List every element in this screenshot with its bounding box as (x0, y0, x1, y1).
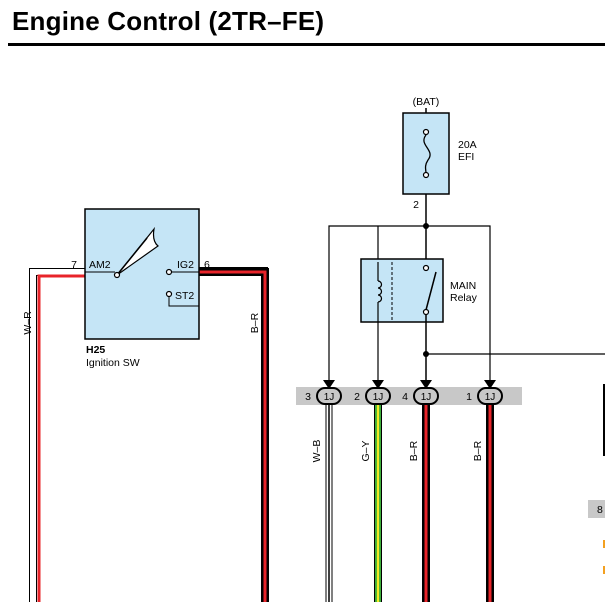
ignition-left-wire-w-r (29, 268, 85, 602)
fuse-source-label: (BAT) (413, 96, 440, 108)
terminal-st2: ST2 (175, 290, 194, 302)
ignition-pin-right: 6 (204, 259, 210, 271)
fuse-icon (422, 128, 431, 179)
fuse-efi (402, 112, 450, 195)
relay-name-line2: Relay (450, 292, 478, 304)
fuse-pin-number: 2 (413, 199, 419, 211)
wire-color-label: G–Y (360, 440, 372, 461)
relay-name-line1: MAIN (450, 280, 476, 292)
connector-pin-4: 1J 4 (402, 380, 439, 405)
st2-lead (168, 297, 199, 307)
connector-pin-label: 1J (485, 392, 496, 403)
offpage-connector-strip (588, 500, 605, 518)
ignition-switch (84, 208, 200, 340)
wire-color-label: B–R (472, 440, 484, 461)
relay-switch-icon (422, 264, 437, 316)
connector-pin-number: 2 (354, 391, 360, 403)
ignition-right-wire-b-r (199, 267, 269, 602)
connector-1j-strip (296, 387, 522, 405)
wire-color-label: W–B (311, 440, 323, 463)
wire-label-left: W–R (22, 311, 34, 335)
connector-pin-label: 1J (373, 392, 384, 403)
fuse-name: EFI (458, 151, 474, 163)
ig2-contact (165, 268, 173, 276)
connector-pin-label: 1J (421, 392, 432, 403)
relay-coil-icon (377, 262, 383, 322)
page-title: Engine Control (2TR–FE) (12, 6, 325, 36)
ignition-switch-name: Ignition SW (86, 357, 140, 369)
ignition-switch-code: H25 (86, 344, 105, 356)
fuse-rating: 20A (458, 139, 477, 151)
main-relay (360, 258, 444, 323)
wire-to-pin-3 (328, 225, 426, 386)
offpage-pin-number: 8 (597, 504, 603, 516)
wire-label-right: B–R (249, 312, 261, 333)
st2-contact (165, 290, 173, 298)
title-underline (8, 43, 605, 46)
ignition-key-icon (113, 226, 159, 279)
connector-pin-number: 4 (402, 391, 408, 403)
wire-color-label: B–R (408, 440, 420, 461)
connector-pin-2: 1J 2 (354, 380, 391, 405)
ignition-pin-left: 7 (71, 259, 77, 271)
offpage-component-edge (603, 384, 605, 456)
connector-pin-3: 1J 3 (305, 380, 342, 405)
terminal-am2: AM2 (89, 259, 111, 271)
connector-pin-number: 1 (466, 391, 472, 403)
connector-pin-1: 1J 1 (466, 380, 503, 405)
terminal-ig2: IG2 (177, 259, 194, 271)
connector-pin-label: 1J (324, 392, 335, 403)
wire-to-pin-1 (426, 225, 491, 386)
connector-pin-number: 3 (305, 391, 311, 403)
